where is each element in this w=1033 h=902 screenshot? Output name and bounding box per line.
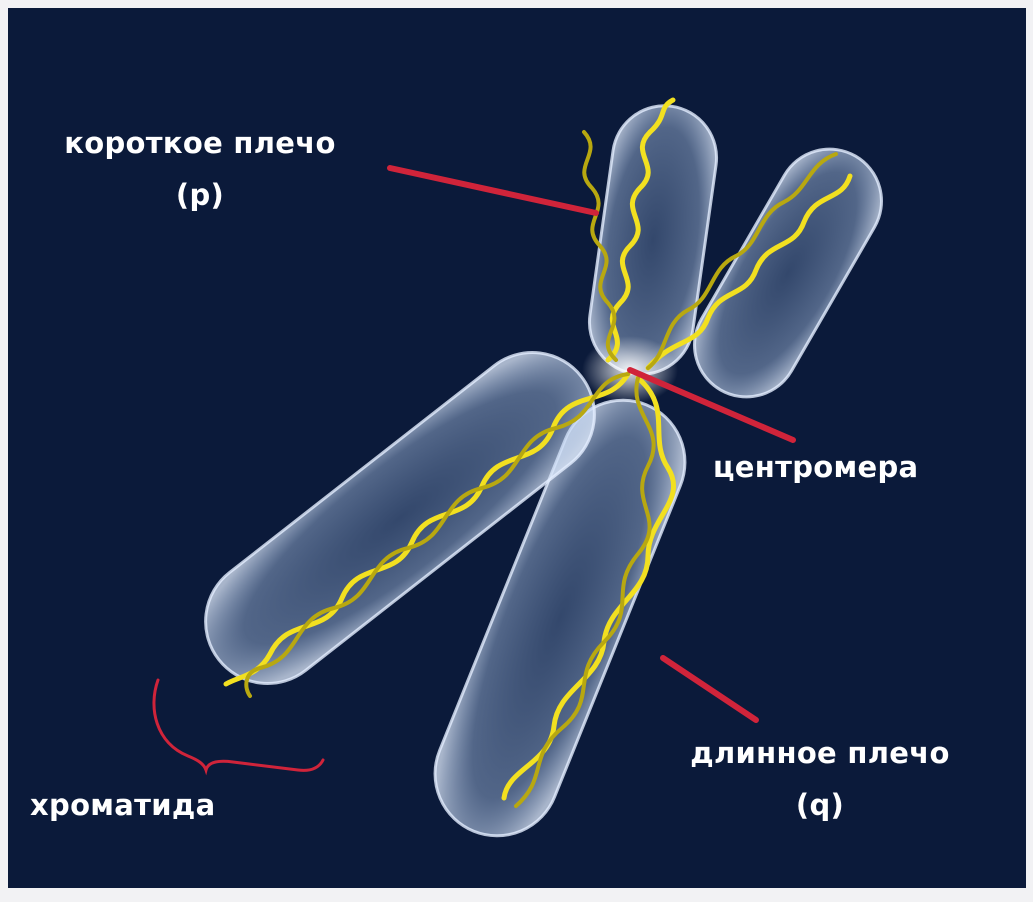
chromatid-label-text: хроматида [30,788,310,822]
short-arm-label-text: короткое плечо [22,126,378,160]
chromatid-bracket [154,680,323,770]
centromere-label: центромера [713,450,993,484]
short-arm-leader-line [390,168,596,213]
chromatid-label: хроматида [30,788,310,822]
short-arm-label: короткое плечо (p) [22,126,378,212]
long-arm-label: длинное плечо (q) [640,736,1000,822]
diagram-canvas: короткое плечо (p) центромера длинное пл… [8,8,1026,888]
short-arm-symbol: (p) [22,178,378,212]
long-arm-leader-line [663,658,756,720]
long-arm-symbol: (q) [640,788,1000,822]
centromere-label-text: центромера [713,450,993,484]
long-arm-label-text: длинное плечо [640,736,1000,770]
